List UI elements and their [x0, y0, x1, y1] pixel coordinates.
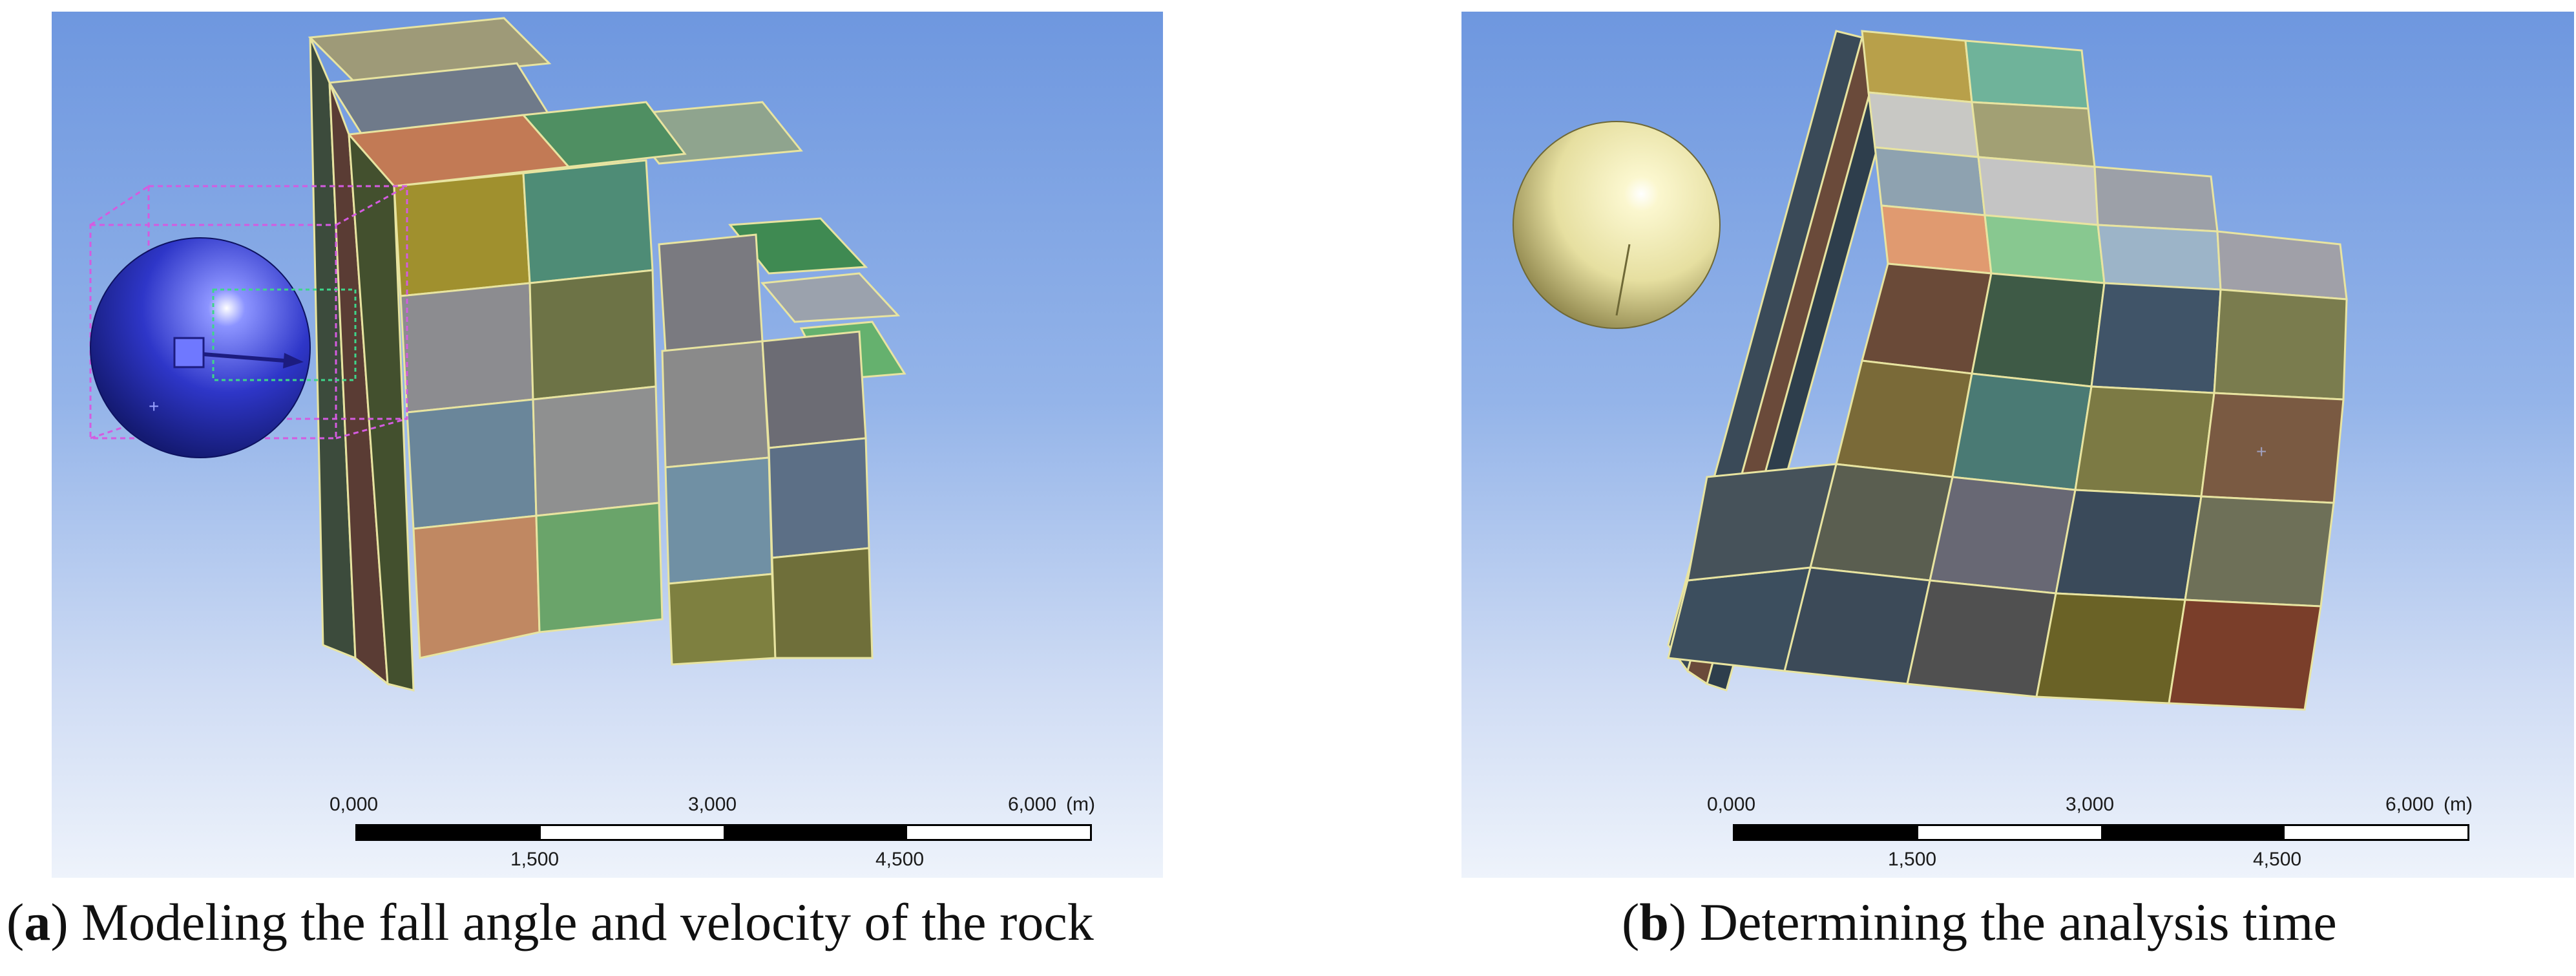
origin-cross: + — [149, 396, 159, 416]
scale-tick-6000: 6,000 — [1008, 794, 1057, 815]
scale-unit: (m) — [1066, 794, 1095, 815]
scale-tick-6000: 6,000 — [2385, 794, 2435, 815]
caption-b-text: Determining the analysis time — [1686, 893, 2337, 951]
scale-bar-graphic — [1733, 824, 2469, 841]
scale-tick-3000: 3,000 — [2066, 794, 2115, 815]
scale-tick-4500: 4,500 — [2253, 849, 2302, 870]
block-side-face-a — [309, 37, 415, 692]
model-scene-b[interactable]: + — [1461, 12, 2574, 878]
scale-unit: (m) — [2444, 794, 2473, 815]
block-tops-a — [308, 17, 906, 381]
caption-a-close: ) — [50, 893, 68, 951]
block-front-faces-a — [393, 159, 874, 666]
block-front-faces-b — [1667, 262, 2348, 711]
scale-bar-a: 0,000 3,000 6,000 (m) 1,500 4,500 — [330, 787, 1163, 878]
caption-b: (b) Determining the analysis time — [1622, 892, 2337, 953]
viewport-panel-a[interactable]: + 0,000 3,000 6,000 (m) 1,500 4,500 — [52, 12, 1163, 878]
scale-bar-b: 0,000 3,000 6,000 (m) 1,500 4,500 — [1707, 787, 2547, 878]
scale-tick-1500: 1,500 — [1888, 849, 1937, 870]
caption-a-open: ( — [6, 893, 25, 951]
scale-tick-4500: 4,500 — [875, 849, 925, 870]
model-scene-a[interactable]: + — [52, 12, 1163, 878]
scale-tick-1500: 1,500 — [510, 849, 560, 870]
caption-a-letter: a — [24, 893, 51, 951]
viewport-panel-b[interactable]: + 0,000 3,000 6,000 (m) 1,500 4,500 — [1461, 12, 2574, 878]
scale-tick-0: 0,000 — [1707, 794, 1756, 815]
caption-b-open: ( — [1622, 893, 1640, 951]
caption-a-text: Modeling the fall angle and velocity of … — [68, 893, 1094, 951]
velocity-arrow — [173, 337, 304, 368]
caption-a: (a) Modeling the fall angle and velocity… — [6, 892, 1094, 953]
caption-b-letter: b — [1639, 893, 1669, 951]
rock-sphere-b[interactable] — [1513, 121, 1721, 329]
scale-tick-0: 0,000 — [330, 794, 379, 815]
scale-tick-3000: 3,000 — [688, 794, 737, 815]
scale-bar-graphic — [355, 824, 1092, 841]
block-top-face-b — [1861, 30, 2348, 301]
origin-cross: + — [2256, 441, 2267, 461]
caption-b-close: ) — [1668, 893, 1687, 951]
